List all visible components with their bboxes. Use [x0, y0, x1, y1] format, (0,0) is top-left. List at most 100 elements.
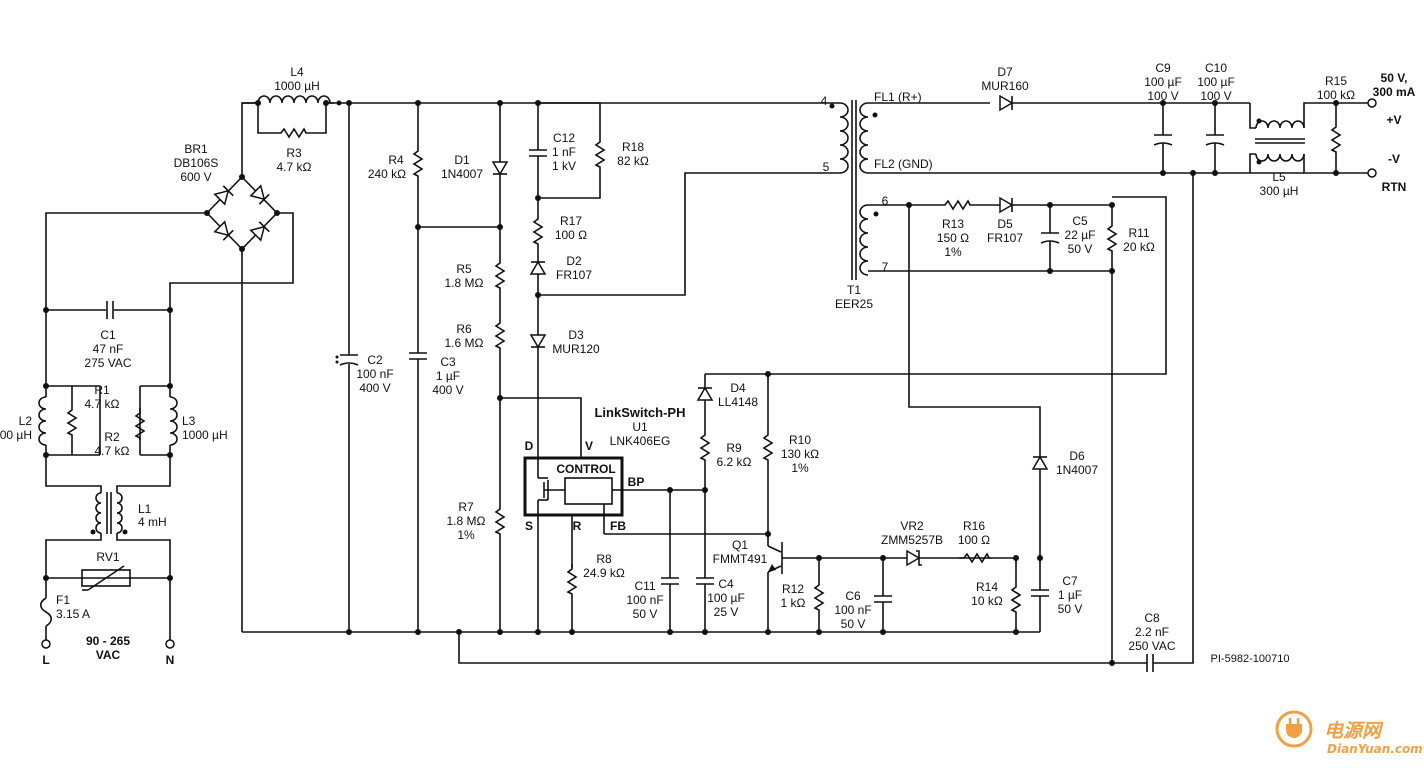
- r14-ref: R14: [976, 580, 998, 594]
- terminal-n: N: [166, 653, 175, 667]
- d5-part: FR107: [987, 231, 1023, 245]
- u1-pin-s: S: [525, 519, 533, 533]
- r15-ref: R15: [1325, 74, 1347, 88]
- plug-logo-icon: [1275, 710, 1313, 748]
- l2-value: 1000 µH: [0, 428, 32, 442]
- r6-value: 1.6 MΩ: [445, 336, 484, 350]
- u1-part: LNK406EG: [610, 434, 671, 448]
- out-rtn: RTN: [1382, 180, 1407, 194]
- t1-pin6: 6: [882, 194, 889, 208]
- br1-rating: 600 V: [180, 170, 211, 184]
- u1-controller: [523, 456, 768, 632]
- c8-value: 2.2 nF: [1135, 625, 1169, 639]
- c11-ref: C11: [634, 579, 655, 593]
- c7-rating: 50 V: [1058, 602, 1083, 616]
- r7-tol: 1%: [457, 528, 475, 542]
- rv1-ref: RV1: [96, 550, 119, 564]
- r13-ref: R13: [942, 217, 964, 231]
- r1-value: 4.7 kΩ: [85, 397, 120, 411]
- labels: L4 1000 µH R3 4.7 kΩ BR1 DB106S 600 V C1…: [0, 61, 1416, 667]
- c4-value: 100 µF: [707, 591, 745, 605]
- c5-rating: 50 V: [1068, 242, 1093, 256]
- r18-ref: R18: [622, 140, 644, 154]
- r12-ref: R12: [782, 582, 804, 596]
- d3-ref: D3: [568, 328, 584, 342]
- watermark-site: DianYuan.com: [1327, 742, 1423, 756]
- r4-ref: R4: [388, 153, 404, 167]
- c7-ref: C7: [1062, 574, 1078, 588]
- r13-tol: 1%: [944, 245, 962, 259]
- bp-network: [622, 196, 1167, 632]
- r16-value: 100 Ω: [958, 533, 990, 547]
- r2-value: 4.7 kΩ: [95, 444, 130, 458]
- c1-rating: 275 VAC: [84, 356, 131, 370]
- f1-value: 3.15 A: [56, 607, 90, 621]
- c3-value: 1 µF: [436, 369, 460, 383]
- r11-ref: R11: [1128, 226, 1149, 240]
- r17-value: 100 Ω: [555, 228, 587, 242]
- d6-ref: D6: [1069, 449, 1085, 463]
- watermark-cn: 电源网: [1324, 720, 1384, 742]
- r9-ref: R9: [726, 441, 742, 455]
- t1-pin7: 7: [882, 260, 889, 274]
- c4-rating: 25 V: [714, 605, 739, 619]
- br1-part: DB106S: [174, 156, 219, 170]
- terminal-l: L: [42, 653, 49, 667]
- r16-ref: R16: [963, 519, 985, 533]
- c9-rating: 100 V: [1147, 89, 1178, 103]
- c12-rating: 1 kV: [552, 159, 576, 173]
- c6-value: 100 nF: [834, 603, 871, 617]
- c1-ref: C1: [100, 328, 116, 342]
- c6-ref: C6: [845, 589, 861, 603]
- u1-block: CONTROL: [556, 462, 615, 476]
- r4-value: 240 kΩ: [368, 167, 406, 181]
- c1-value: 47 nF: [93, 342, 124, 356]
- out-rating-v: 50 V,: [1381, 71, 1408, 85]
- r8-value: 24.9 kΩ: [583, 566, 625, 580]
- br1-ref: BR1: [184, 142, 208, 156]
- l1-ref: L1: [138, 502, 152, 516]
- input-wiring: [38, 212, 294, 649]
- c12-ref: C12: [553, 131, 575, 145]
- c9-ref: C9: [1155, 61, 1171, 75]
- bridge-rectifier: [204, 102, 280, 632]
- input-range: 90 - 265: [86, 634, 130, 648]
- r5-ref: R5: [456, 262, 472, 276]
- l5-ref: L5: [1272, 170, 1286, 184]
- l2-ref: L2: [19, 414, 33, 428]
- r2-ref: R2: [104, 430, 120, 444]
- r17-ref: R17: [560, 214, 582, 228]
- t1-fl2: FL2 (GND): [874, 157, 933, 171]
- u1-ref: U1: [632, 420, 648, 434]
- l3-value: 1000 µH: [182, 428, 228, 442]
- r12-value: 1 kΩ: [781, 596, 806, 610]
- r9-value: 6.2 kΩ: [717, 455, 752, 469]
- c10-rating: 100 V: [1200, 89, 1231, 103]
- input-unit: VAC: [96, 648, 121, 662]
- u1-pin-bp: BP: [628, 475, 645, 489]
- l4-r3: [242, 95, 352, 138]
- r10-tol: 1%: [791, 461, 809, 475]
- c10-value: 100 µF: [1197, 75, 1235, 89]
- c6-rating: 50 V: [841, 617, 866, 631]
- l4-value: 1000 µH: [274, 79, 320, 93]
- c11-rating: 50 V: [633, 607, 658, 621]
- r11-value: 20 kΩ: [1123, 240, 1155, 254]
- t1-ref: T1: [847, 283, 861, 297]
- r6-ref: R6: [456, 322, 472, 336]
- primary-bus: [326, 100, 840, 632]
- r5-value: 1.8 MΩ: [445, 276, 484, 290]
- c8-ref: C8: [1144, 611, 1160, 625]
- drawing-id: PI-5982-100710: [1211, 653, 1290, 665]
- r15-value: 100 kΩ: [1317, 88, 1355, 102]
- u1-pin-d: D: [525, 439, 534, 453]
- out-rating-i: 300 mA: [1373, 85, 1416, 99]
- c8-rating: 250 VAC: [1128, 639, 1175, 653]
- c2-ref: C2: [367, 353, 383, 367]
- d1-part: 1N4007: [441, 167, 483, 181]
- r7-ref: R7: [458, 500, 474, 514]
- c2-value: 100 nF: [356, 367, 393, 381]
- d2-part: FR107: [556, 268, 592, 282]
- d1-ref: D1: [454, 153, 470, 167]
